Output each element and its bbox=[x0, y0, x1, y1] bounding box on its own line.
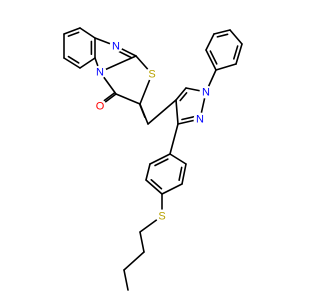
atom-label-text: S bbox=[158, 211, 165, 223]
bond-c3-c4 bbox=[115, 93, 141, 105]
bond-b4-b5 bbox=[79, 57, 96, 69]
bond-Nfu-c2 bbox=[99, 55, 137, 73]
bond-k3-k4 bbox=[123, 269, 129, 291]
bond-ar1-ar2 bbox=[149, 153, 171, 165]
atom-label-background bbox=[155, 209, 169, 223]
bond-ar2-ar3 bbox=[145, 163, 151, 181]
bond-layer bbox=[63, 27, 243, 291]
bond-ar6-ar1 bbox=[169, 153, 187, 165]
bond-pz4-pz5 bbox=[175, 87, 187, 101]
atom-label-background bbox=[93, 65, 107, 79]
bond-ph5-ph6 bbox=[235, 43, 243, 65]
atom-label-text: N bbox=[96, 67, 104, 79]
atom-n-fused: N bbox=[93, 65, 107, 79]
double-bond-ar1-ar2 bbox=[154, 158, 169, 167]
bond-ph2-ph3 bbox=[205, 33, 215, 51]
bond-b5-b6 bbox=[63, 57, 81, 69]
atom-s-thioether: S bbox=[155, 209, 169, 223]
double-bond-ph3-ph4 bbox=[216, 33, 229, 38]
atom-label-background bbox=[193, 112, 207, 126]
double-bond-Nim-c2 bbox=[117, 50, 133, 59]
double-bond-b5-b6 bbox=[67, 55, 80, 64]
bond-k1-k2 bbox=[139, 231, 145, 253]
atom-label-text: S bbox=[148, 69, 155, 81]
bond-ph3-ph4 bbox=[213, 29, 231, 35]
atom-label-text: N bbox=[202, 87, 210, 99]
double-bond-c3-ch bbox=[138, 103, 146, 119]
double-bond-ph1-ph2 bbox=[209, 50, 218, 65]
bond-b2-b3 bbox=[79, 27, 96, 39]
atom-s-thiazole: S bbox=[145, 67, 159, 81]
atom-o-carbonyl: O bbox=[93, 99, 107, 113]
bond-ar3-ar4 bbox=[145, 179, 163, 195]
atom-label-background bbox=[199, 85, 213, 99]
atom-label-background bbox=[109, 39, 123, 53]
atom-n-imine: N bbox=[109, 39, 123, 53]
double-bond-ar3-ar4 bbox=[150, 178, 163, 190]
molecule-structure-diagram: N S N O N N S bbox=[63, 27, 243, 291]
bond-ar5-ar6 bbox=[181, 163, 187, 185]
bond-b1-b2 bbox=[63, 27, 81, 35]
bond-ph6-ph1 bbox=[215, 63, 237, 71]
bond-ph4-ph5 bbox=[229, 29, 243, 45]
atom-label-background bbox=[93, 99, 107, 113]
bond-ch-pz4 bbox=[147, 99, 177, 125]
bond-ph1-ph2 bbox=[205, 49, 217, 71]
bond-pz3-pz4 bbox=[175, 99, 179, 125]
double-bond-pz4-pz5 bbox=[179, 92, 188, 102]
bond-k2-k3 bbox=[123, 251, 145, 271]
atom-label-text: N bbox=[196, 114, 204, 126]
bond-pz3-ar1 bbox=[169, 123, 179, 155]
double-bond-c4-Ocb bbox=[103, 92, 116, 102]
atom-n1-pyrazole: N bbox=[199, 85, 213, 99]
bond-ar4-ar5 bbox=[161, 183, 183, 195]
double-bond-ph5-ph6 bbox=[233, 45, 239, 60]
atom-label-text: N bbox=[112, 41, 120, 53]
atom-label-text: O bbox=[96, 101, 105, 113]
double-bond-ar5-ar6 bbox=[178, 166, 183, 182]
atom-n2-pyrazole: N bbox=[193, 112, 207, 126]
double-bond-N2-pz3 bbox=[181, 115, 197, 121]
atom-label-layer: N S N O N N S bbox=[93, 39, 213, 223]
double-bond-b1-b2 bbox=[67, 31, 80, 37]
atom-label-background bbox=[145, 67, 159, 81]
